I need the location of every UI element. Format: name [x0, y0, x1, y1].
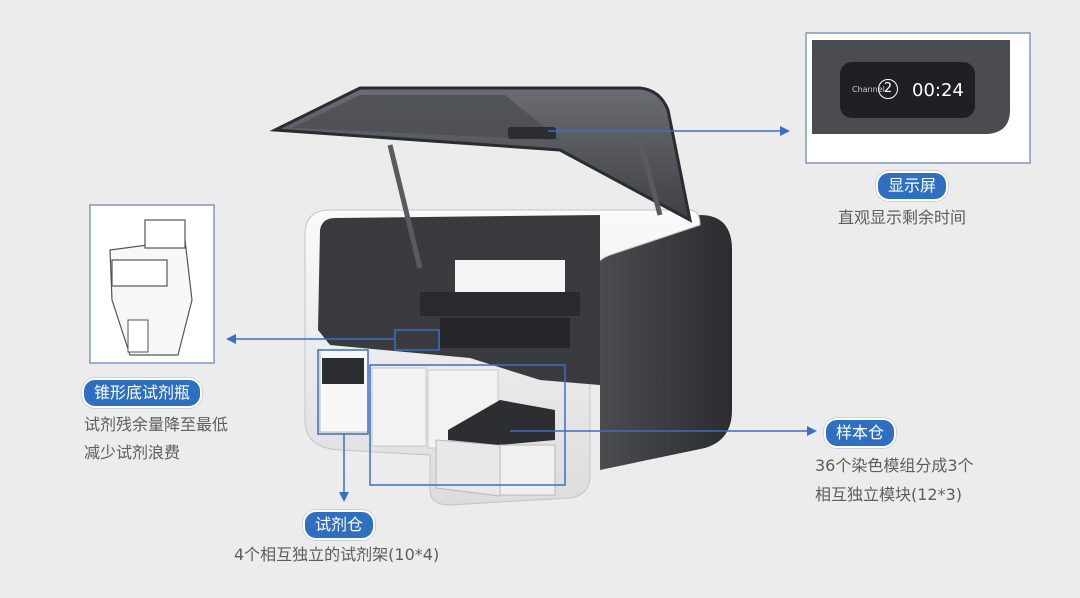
sample-bay-drawer: [435, 439, 501, 497]
reagent-bay-label: 试剂仓: [303, 510, 376, 540]
bottle-description-line-1: 试剂残余量降至最低: [84, 415, 229, 434]
channel-number-badge: 2: [878, 79, 898, 99]
reagent-bay-description: 4个相互独立的试剂架(10*4): [234, 545, 440, 564]
display-description: 直观显示剩余时间: [838, 208, 967, 227]
bottle-label: 锥形底试剂瓶: [82, 378, 203, 408]
reagent-bay-highlight-frame: [317, 349, 369, 435]
display-label: 显示屏: [876, 171, 949, 201]
timer-readout: 00:24: [912, 80, 964, 101]
sample-bay-highlight-frame: [369, 364, 566, 486]
sample-bay-label: 样本仓: [824, 418, 897, 448]
machine-right-side: [600, 215, 732, 470]
sample-bay-description-line-2: 相互独立模块(12*3): [815, 485, 963, 504]
channel-word: Channel: [852, 85, 885, 94]
sample-bay-description-line-1: 36个染色模组分成3个: [815, 456, 974, 475]
channel-number: 2: [883, 81, 893, 96]
screen-highlight-frame: [394, 329, 440, 351]
bottle-description-line-2: 减少试剂浪费: [84, 443, 181, 462]
